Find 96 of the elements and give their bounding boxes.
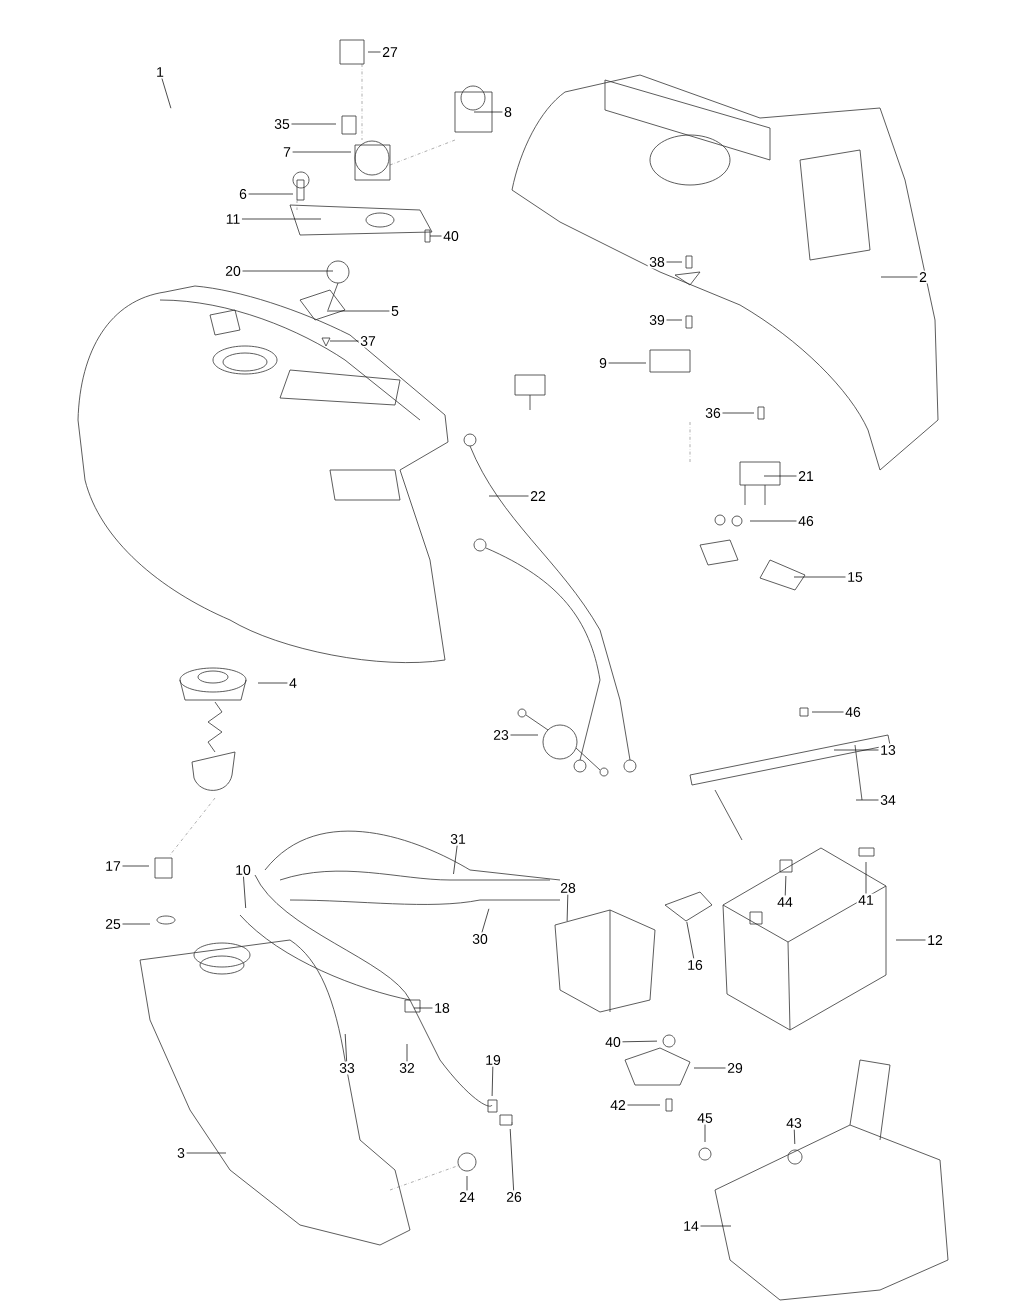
callout-number: 3 bbox=[175, 1146, 187, 1160]
leader-line bbox=[749, 520, 797, 522]
callout-number: 18 bbox=[432, 1001, 452, 1015]
leader-line bbox=[242, 270, 334, 272]
callout-number: 7 bbox=[281, 145, 293, 159]
callout-number: 19 bbox=[483, 1053, 503, 1067]
leader-line bbox=[666, 261, 683, 263]
callout-number: 29 bbox=[725, 1061, 745, 1075]
leader-line bbox=[700, 1225, 732, 1227]
callout-number: 23 bbox=[491, 728, 511, 742]
callout-number: 45 bbox=[695, 1111, 715, 1125]
leader-line bbox=[413, 1007, 433, 1009]
leader-line bbox=[833, 749, 879, 751]
callout-number: 14 bbox=[681, 1219, 701, 1233]
leader-line bbox=[292, 151, 352, 153]
leader-line bbox=[248, 193, 294, 195]
leader-line bbox=[763, 475, 797, 477]
leader-line bbox=[666, 319, 683, 321]
leader-line bbox=[122, 923, 151, 925]
callout-number: 31 bbox=[448, 832, 468, 846]
leader-line bbox=[509, 1128, 514, 1191]
leader-line bbox=[186, 1152, 227, 1154]
leader-line bbox=[622, 1040, 658, 1043]
callout-number: 37 bbox=[358, 334, 378, 348]
leader-line bbox=[627, 1104, 661, 1106]
leader-line bbox=[608, 362, 647, 364]
callout-number: 36 bbox=[703, 406, 723, 420]
callout-number: 38 bbox=[647, 255, 667, 269]
leader-line bbox=[122, 865, 150, 867]
callout-number: 4 bbox=[287, 676, 299, 690]
leader-line bbox=[429, 235, 442, 237]
callout-number: 34 bbox=[878, 793, 898, 807]
callout-number: 10 bbox=[233, 863, 253, 877]
callout-number: 5 bbox=[389, 304, 401, 318]
leader-line bbox=[344, 1033, 347, 1062]
callout-number: 40 bbox=[603, 1035, 623, 1049]
callout-number: 27 bbox=[380, 45, 400, 59]
leader-line bbox=[329, 340, 359, 342]
callout-number: 17 bbox=[103, 859, 123, 873]
callout-number: 6 bbox=[237, 187, 249, 201]
leader-line bbox=[510, 734, 539, 736]
leader-line bbox=[880, 276, 918, 278]
callout-number: 43 bbox=[784, 1116, 804, 1130]
callout-number: 40 bbox=[441, 229, 461, 243]
callout-number: 12 bbox=[925, 933, 945, 947]
leader-line bbox=[291, 123, 337, 125]
callout-number: 25 bbox=[103, 917, 123, 931]
leader-line bbox=[473, 111, 503, 113]
callout-number: 9 bbox=[597, 356, 609, 370]
callout-number: 8 bbox=[502, 105, 514, 119]
callout-number: 30 bbox=[470, 932, 490, 946]
callout-number: 16 bbox=[685, 958, 705, 972]
leader-line bbox=[693, 1067, 726, 1069]
callout-number: 46 bbox=[796, 514, 816, 528]
callout-number: 33 bbox=[337, 1061, 357, 1075]
leader-line bbox=[865, 861, 867, 894]
leader-line bbox=[406, 1043, 408, 1062]
leader-line bbox=[793, 1129, 796, 1145]
callout-number: 15 bbox=[845, 570, 865, 584]
leader-line bbox=[453, 845, 458, 875]
leader-line bbox=[466, 1175, 468, 1191]
leader-line bbox=[491, 1066, 494, 1097]
leader-line bbox=[811, 711, 844, 713]
leader-line bbox=[326, 310, 390, 312]
callout-number: 11 bbox=[224, 212, 242, 226]
callout-number: 39 bbox=[647, 313, 667, 327]
callout-number: 22 bbox=[528, 489, 548, 503]
leader-line bbox=[367, 51, 381, 53]
leader-line bbox=[784, 875, 787, 896]
leader-line bbox=[722, 412, 755, 414]
callout-number: 21 bbox=[796, 469, 816, 483]
callout-number: 1 bbox=[154, 65, 166, 79]
leader-line bbox=[855, 799, 879, 801]
leader-line bbox=[257, 682, 288, 684]
leader-line bbox=[161, 78, 172, 109]
leader-line bbox=[704, 1124, 706, 1143]
callout-number: 32 bbox=[397, 1061, 417, 1075]
callout-number: 42 bbox=[608, 1098, 628, 1112]
callout-number: 13 bbox=[878, 743, 898, 757]
leader-line bbox=[895, 939, 926, 941]
leader-line bbox=[243, 876, 247, 909]
callout-number: 35 bbox=[272, 117, 292, 131]
callout-number: 46 bbox=[843, 705, 863, 719]
leader-line bbox=[566, 894, 569, 922]
callout-number: 24 bbox=[457, 1190, 477, 1204]
callout-number: 26 bbox=[504, 1190, 524, 1204]
leader-line bbox=[481, 908, 490, 933]
leader-line bbox=[793, 576, 846, 578]
callout-number: 28 bbox=[558, 881, 578, 895]
leader-line bbox=[241, 218, 322, 220]
callout-number: 44 bbox=[775, 895, 795, 909]
callout-number: 2 bbox=[917, 270, 929, 284]
callout-number: 41 bbox=[856, 893, 876, 907]
callout-number: 20 bbox=[223, 264, 243, 278]
leader-line bbox=[686, 921, 695, 959]
leader-line bbox=[488, 495, 529, 497]
